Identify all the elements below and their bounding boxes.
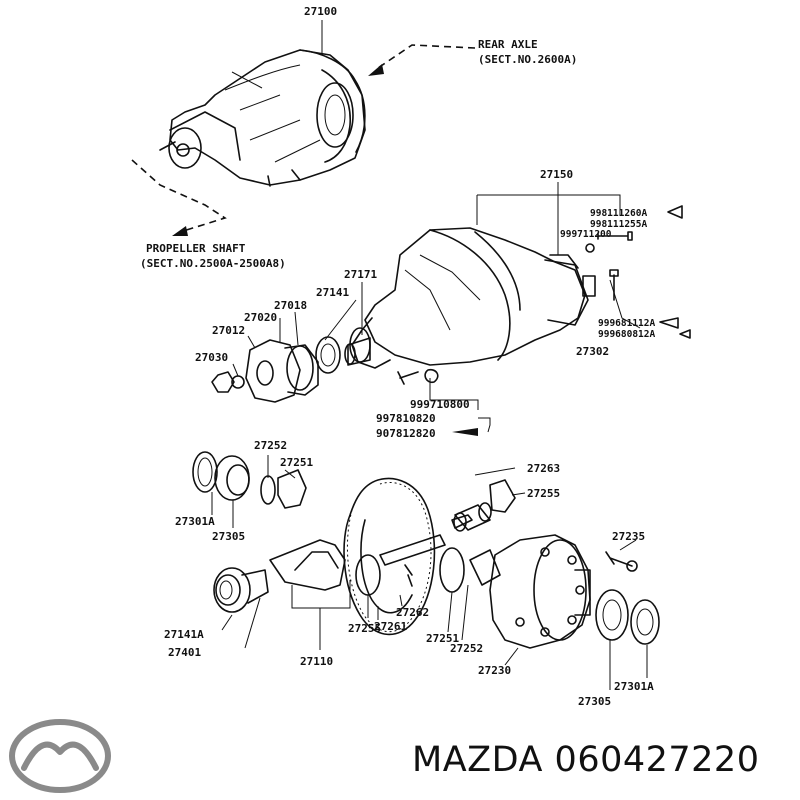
label-27301A-left: 27301A	[175, 515, 215, 528]
label-27261: 27261	[374, 620, 407, 633]
label-27230: 27230	[478, 664, 511, 677]
brand-caption: MAZDA 060427220	[412, 740, 759, 780]
label-27255-right: 27255	[527, 487, 560, 500]
label-998111255A: 998111255A	[590, 219, 647, 230]
brand-part-number: 060427220	[554, 740, 760, 780]
label-998111260A: 998111260A	[590, 208, 647, 219]
label-27018: 27018	[274, 299, 307, 312]
label-999711200: 999711200	[560, 229, 612, 240]
label-27305-left: 27305	[212, 530, 245, 543]
label-27255-bottom: 27255	[348, 622, 381, 635]
label-27030: 27030	[195, 351, 228, 364]
rear-axle-housing-drawing	[159, 49, 366, 187]
drive-pinion-shaft	[213, 539, 346, 613]
callout-rear-axle-title: REAR AXLE	[478, 38, 538, 51]
label-27252-bottom: 27252	[450, 642, 483, 655]
pinion-flange-parts	[211, 336, 371, 403]
label-27171: 27171	[344, 268, 377, 281]
label-997810820: 997810820	[376, 412, 436, 425]
label-27100: 27100	[304, 5, 337, 18]
label-27012: 27012	[212, 324, 245, 337]
label-27141A: 27141A	[164, 628, 204, 641]
label-27141-top: 27141	[316, 286, 349, 299]
callout-propeller-title: PROPELLER SHAFT	[146, 242, 246, 255]
mazda-logo	[9, 719, 111, 793]
label-27305-right: 27305	[578, 695, 611, 708]
label-27251-bottom: 27251	[426, 632, 459, 645]
label-999680812A: 999680812A	[598, 329, 655, 340]
brand-row	[0, 712, 800, 800]
differential-case	[439, 534, 591, 649]
label-27262: 27262	[396, 606, 429, 619]
label-27110: 27110	[300, 655, 333, 668]
label-27301A-right: 27301A	[614, 680, 654, 693]
label-27401: 27401	[168, 646, 201, 659]
label-999710800: 999710800	[410, 398, 470, 411]
callout-rear-axle-sect: (SECT.NO.2600A)	[478, 53, 577, 66]
labels: 27100 REAR AXLE (SECT.NO.2600A) PROPELLE…	[140, 5, 655, 708]
label-27020: 27020	[244, 311, 277, 324]
label-27150: 27150	[540, 168, 573, 181]
side-gear-cluster	[453, 479, 516, 532]
carrier-bolts	[585, 231, 633, 301]
label-27263: 27263	[527, 462, 560, 475]
label-907812820: 907812820	[376, 427, 436, 440]
ring-gear	[343, 477, 436, 636]
callout-propeller-sect: (SECT.NO.2500A-2500A8)	[140, 257, 286, 270]
label-999681112A: 999681112A	[598, 318, 655, 329]
label-27302: 27302	[576, 345, 609, 358]
label-27252-top: 27252	[254, 439, 287, 452]
right-bearing-parts	[595, 551, 660, 645]
brand-name: MAZDA	[412, 740, 543, 780]
label-27235: 27235	[612, 530, 645, 543]
label-27251-top: 27251	[280, 456, 313, 469]
